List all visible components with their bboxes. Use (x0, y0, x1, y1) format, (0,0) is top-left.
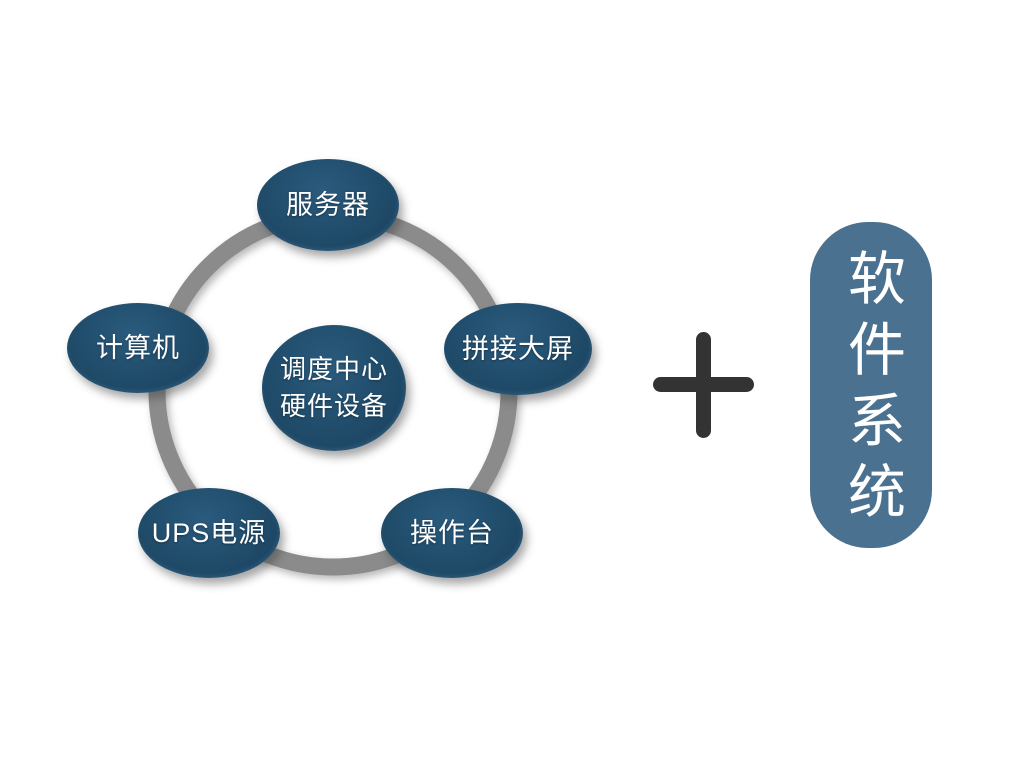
node-console-label: 操作台 (410, 517, 494, 548)
plus-icon (653, 332, 754, 438)
node-server-label: 服务器 (286, 189, 370, 220)
software-system-box: 软件系统 (810, 222, 932, 548)
node-splicing-screen-label: 拼接大屏 (462, 333, 574, 364)
node-computer-label: 计算机 (96, 332, 180, 363)
plus-horizontal-bar (653, 377, 754, 392)
node-computer: 计算机 (67, 303, 209, 393)
software-system-label: 软件系统 (839, 248, 904, 532)
node-ups-power: UPS电源 (138, 488, 280, 578)
node-ups-power-label: UPS电源 (151, 517, 267, 548)
node-center-hardware-label: 调度中心 硬件设备 (279, 354, 388, 421)
node-splicing-screen: 拼接大屏 (444, 303, 592, 395)
node-server: 服务器 (257, 159, 399, 251)
node-console: 操作台 (381, 488, 523, 578)
node-center-hardware: 调度中心 硬件设备 (262, 325, 406, 451)
